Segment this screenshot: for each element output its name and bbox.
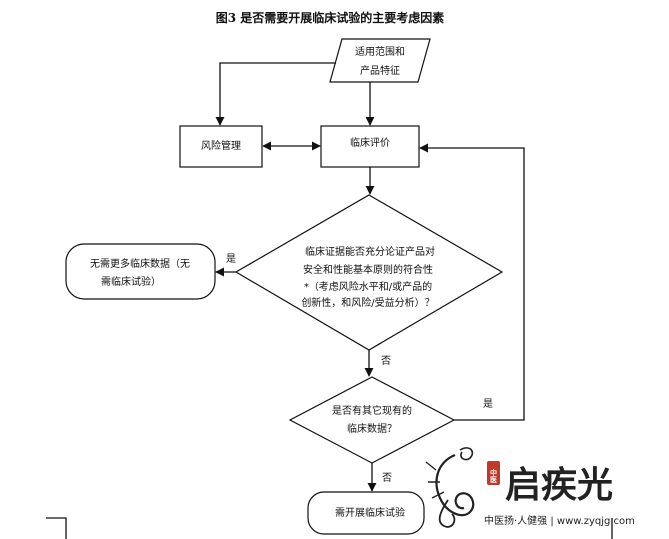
seal-text: 中医 [490,468,498,484]
watermark: 中医 启疾光 中医扬·人健强 | www.zyqjg.com [425,447,635,528]
evidence-decision-node: 临床证据能否充分论证产品对 安全和性能基本原则的符合性 *（考虑风险水平和/或产… [234,194,504,351]
risk-management-label: 风险管理 [201,139,241,152]
other-data-line1: 是否有其它现有的 [332,404,412,417]
clinical-evaluation-label: 临床评价 [350,136,390,149]
no-more-data-line1: 无需更多临床数据（无 [90,257,190,270]
evidence-line1: 临床证据能否充分论证产品对 [305,245,435,258]
label-other-no: 否 [382,472,392,484]
diagram-title: 图3 是否需要开展临床试验的主要考虑因素 [216,10,445,25]
label-evidence-no: 否 [381,355,391,367]
need-trial-label: 需开展临床试验 [335,506,405,519]
evidence-line4: 创新性，和风险/受益分析）？ [301,296,434,309]
risk-management-node: 风险管理 [179,125,263,168]
evidence-line3: *（考虑风险水平和/或产品的 [304,280,432,293]
label-evidence-yes: 是 [226,253,236,265]
watermark-tagline: 中医扬·人健强 | www.zyqjg.com [484,514,635,527]
corner-mark-left [46,517,67,539]
watermark-brand: 启疾光 [505,464,613,506]
scope-node: 适用范围和 产品特征 [329,38,431,83]
label-other-yes: 是 [483,398,493,410]
connectors [215,62,525,492]
no-more-data-node: 无需更多临床数据（无 需临床试验） [65,243,216,300]
other-data-line2: 临床数据？ [347,422,397,435]
evidence-line2: 安全和性能基本原则的符合性 [303,263,433,276]
other-data-decision-node: 是否有其它现有的 临床数据？ [288,376,456,464]
edge-other-yes-loop [419,143,525,421]
scope-line1: 适用范围和 [355,45,405,58]
dragon-logo-icon [425,447,475,528]
edge-scope-to-risk [215,62,336,126]
scope-line2: 产品特征 [360,64,400,77]
clinical-evaluation-node: 临床评价 [320,125,420,168]
seal-icon: 中医 [487,461,500,485]
need-trial-node: 需开展临床试验 [307,491,425,535]
no-more-data-line2: 需临床试验） [101,275,161,288]
